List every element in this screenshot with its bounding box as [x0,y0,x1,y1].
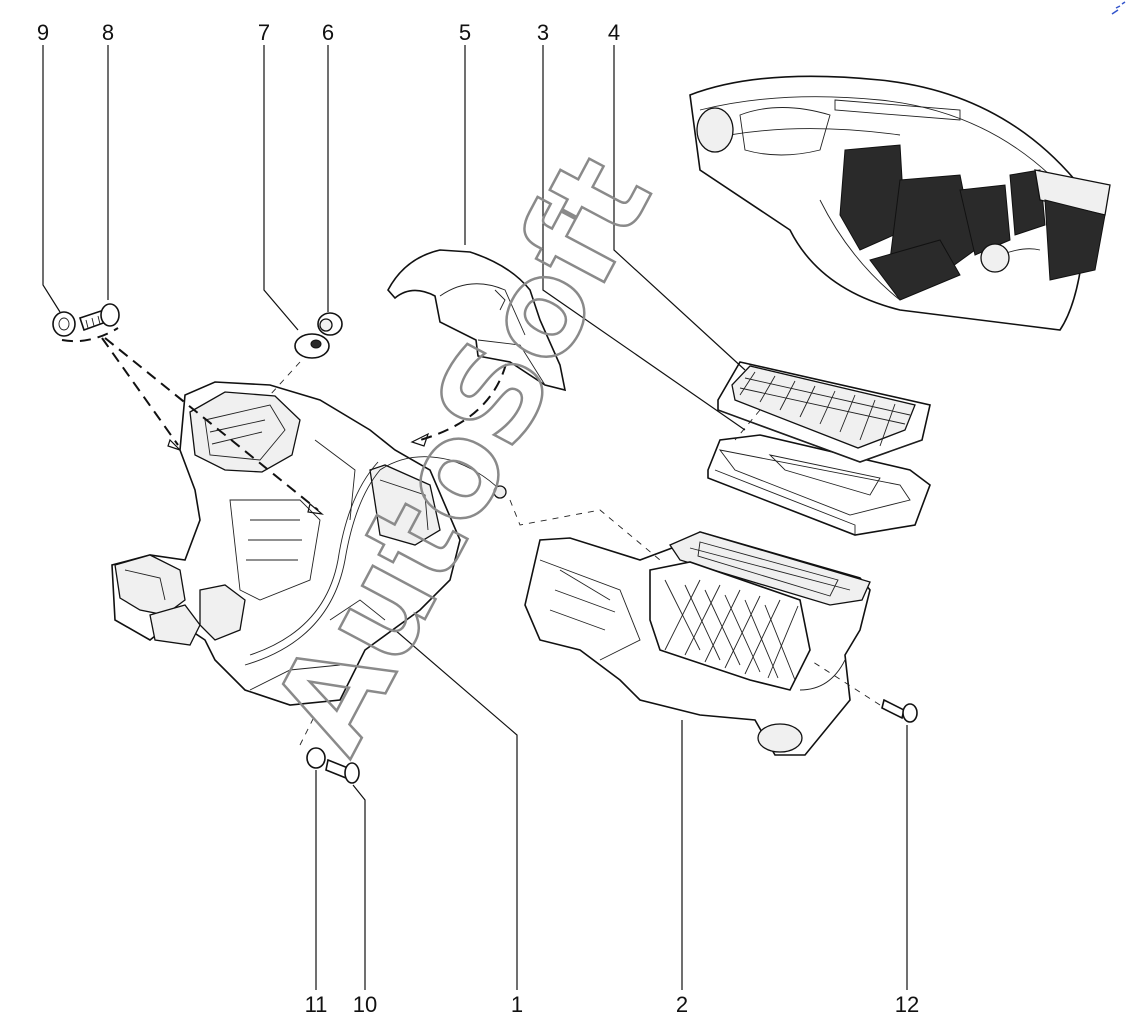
part-5-duct-cover [387,249,567,392]
callout-6: 6 [322,20,334,45]
callout-8: 8 [102,20,114,45]
dashboard-inset-illustration [689,75,1111,331]
callout-2: 2 [676,992,688,1017]
part-2-blower-housing [524,531,871,756]
callout-1: 1 [511,992,523,1017]
part-12-screw [881,698,918,723]
part-3-filter-housing [707,434,931,536]
callout-10: 10 [353,992,377,1017]
part-11-washer [306,747,326,769]
part-4-cabin-filter [717,361,931,463]
callout-4: 4 [608,20,620,45]
callout-11: 11 [305,992,328,1017]
callout-7: 7 [258,20,270,45]
corner-mark [1111,1,1126,15]
callout-3: 3 [537,20,549,45]
part-8-screw [78,303,120,332]
part-10-screw [325,758,360,784]
part-7-grommet [294,333,330,359]
callout-12: 12 [895,992,919,1017]
part-1-heater-housing [111,381,507,706]
part-6-clip [317,312,343,336]
callout-labels: 9 8 7 6 5 3 4 11 10 1 2 12 [37,20,919,1017]
leader-lines [42,45,908,990]
assembly-arrows [61,327,881,746]
callout-5: 5 [459,20,471,45]
part-9-washer [52,311,76,337]
callout-9: 9 [37,20,49,45]
